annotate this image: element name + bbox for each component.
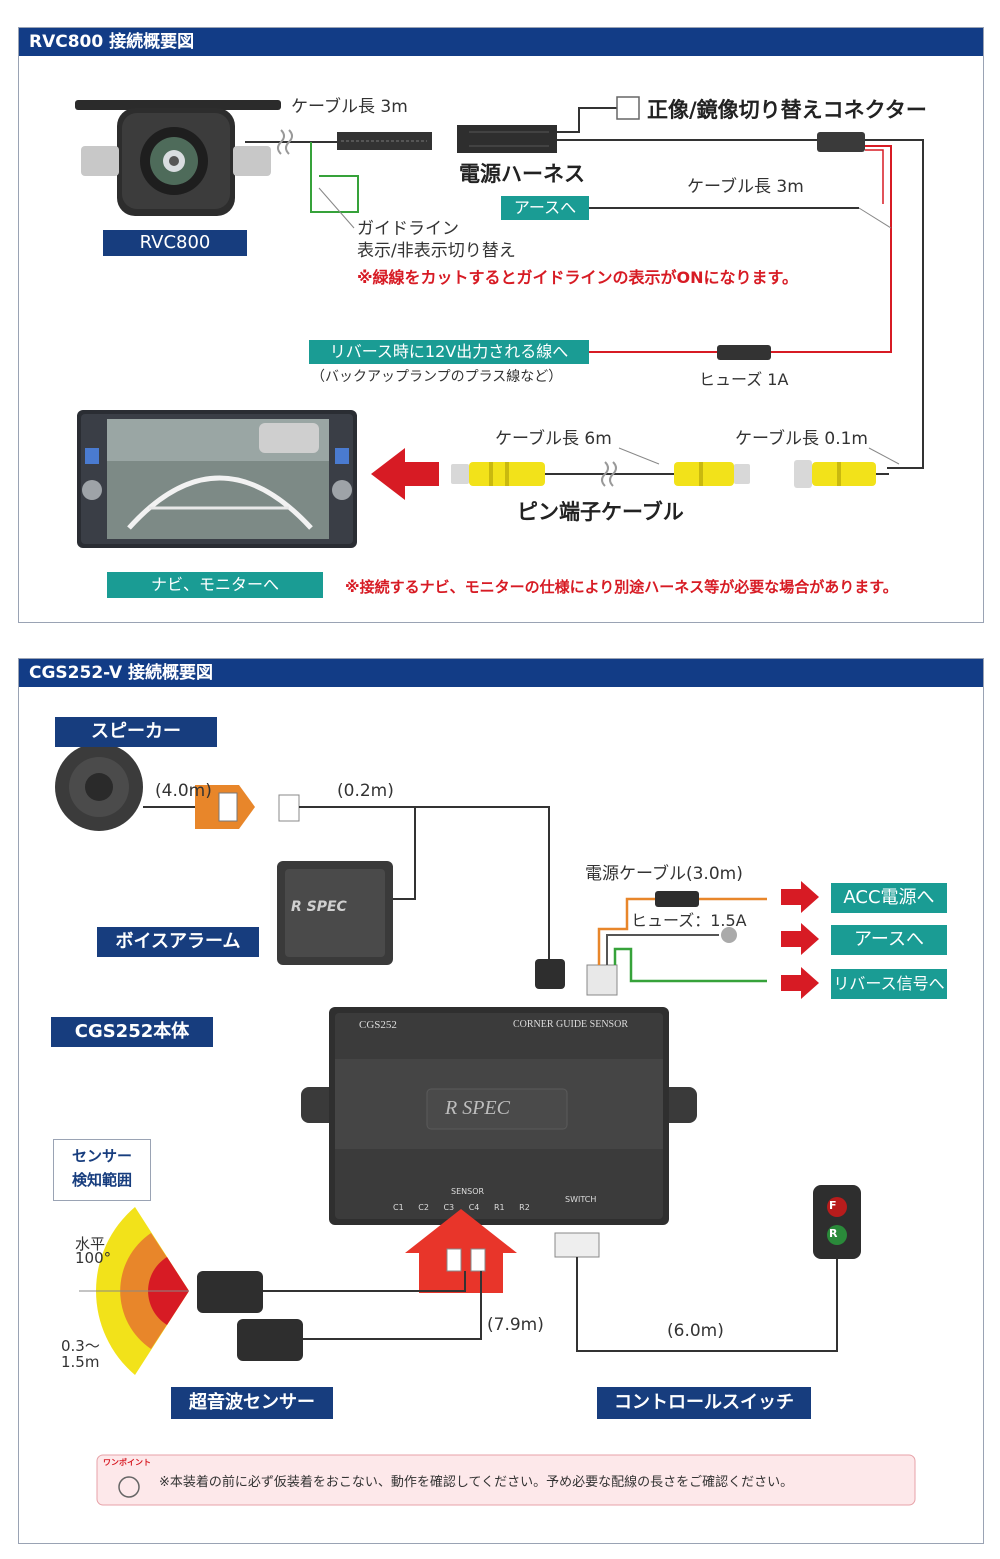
earth-tag-cgs: アースへ xyxy=(831,925,947,955)
power-harness-icon xyxy=(457,125,557,153)
connector-box-icon xyxy=(817,132,865,152)
camera-icon xyxy=(75,100,281,216)
speaker-tag: スピーカー xyxy=(55,717,217,747)
speaker-icon xyxy=(55,743,143,831)
cable-length-top: ケーブル長 3m xyxy=(291,97,408,117)
cable-length-4m: (4.0m) xyxy=(155,781,212,801)
port-r1: R1 xyxy=(493,1203,505,1212)
range-line-2: 検知範囲 xyxy=(71,1171,132,1189)
arrow-to-monitor-icon xyxy=(371,448,439,500)
fuse-icon xyxy=(717,345,771,360)
distance-label-1: 0.3～ xyxy=(61,1337,100,1355)
earth-terminal-icon xyxy=(721,927,737,943)
horizontal-angle: 100° xyxy=(75,1249,112,1267)
rvc800-header-title: RVC800 接続概要図 xyxy=(29,32,195,52)
reverse-arrow-icon xyxy=(781,967,819,999)
one-point-label: ワンポイント xyxy=(103,1458,151,1467)
cgs252-header: CGS252-V 接続概要図 xyxy=(19,659,983,687)
horizontal-label: 水平 xyxy=(75,1235,106,1253)
earth-tag: アースへ xyxy=(501,196,589,220)
port-c3: C3 xyxy=(443,1203,455,1212)
cgs252-unit-icon xyxy=(301,1007,697,1225)
navi-note: ※接続するナビ、モニターの仕様により別途ハーネス等が必要な場合があります。 xyxy=(345,578,898,596)
alarm-logo: R SPEC xyxy=(291,899,347,915)
guideline-label-2: 表示/非表示切り替え xyxy=(357,241,516,261)
acc-arrow-icon xyxy=(781,881,819,913)
control-switch-icon xyxy=(813,1185,861,1259)
port-labels: C1 C2 C3 C4 R1 R2 xyxy=(393,1203,530,1212)
detection-range-icon xyxy=(79,1207,189,1375)
port-c2: C2 xyxy=(418,1203,429,1212)
camera-label: RVC800 xyxy=(103,230,247,256)
rvc800-wiring-diagram xyxy=(75,96,924,548)
unit-logo: R SPEC xyxy=(445,1097,510,1119)
body-tag: CGS252本体 xyxy=(51,1017,213,1047)
reverse-tag: リバース信号へ xyxy=(831,969,947,999)
unit-title: CORNER GUIDE SENSOR xyxy=(513,1019,629,1030)
voice-alarm-tag: ボイスアラーム xyxy=(97,927,259,957)
note-box xyxy=(96,1454,916,1506)
cgs252-header-title: CGS252-V 接続概要図 xyxy=(29,663,214,683)
reverse-line-sub: （バックアップランプのプラス線など） xyxy=(311,369,563,385)
port-r2: R2 xyxy=(519,1203,530,1212)
lightbulb-icon xyxy=(118,1476,140,1498)
cable-length-mid: ケーブル長 3m xyxy=(687,177,804,197)
fuse-icon-cgs xyxy=(655,891,699,907)
power-cable-label: 電源ケーブル(3.0m) xyxy=(585,864,743,884)
rvc800-header: RVC800 接続概要図 xyxy=(19,28,983,56)
fuse-label: ヒューズ 1A xyxy=(699,370,789,389)
fuse-label-cgs: ヒューズ：1.5A xyxy=(631,911,747,930)
guideline-label-1: ガイドライン xyxy=(357,219,459,239)
cgs252-panel: CGS252-V 接続概要図 xyxy=(18,658,984,1544)
navi-monitor-icon xyxy=(77,410,357,548)
sensor-word: SENSOR xyxy=(451,1187,485,1196)
green-guideline-wire xyxy=(310,142,359,213)
port-c4: C4 xyxy=(468,1203,480,1212)
cable-break-icon xyxy=(277,129,285,155)
alarm-connector-icon xyxy=(278,794,300,822)
switch-connector-label: 正像/鏡像切り替えコネクター xyxy=(647,98,927,122)
video-wire xyxy=(865,139,924,469)
power-plug-icon xyxy=(586,964,618,996)
reverse-line-tag: リバース時に12V出力される線へ xyxy=(309,340,589,364)
acc-tag: ACC電源へ xyxy=(831,883,947,913)
pin-cable-label: ピン端子ケーブル xyxy=(517,500,684,524)
ultrasonic-sensor-icon xyxy=(197,1271,303,1361)
cgs252-wiring-diagram xyxy=(55,743,916,1506)
voice-alarm-icon xyxy=(277,861,393,965)
ultrasonic-tag: 超音波センサー xyxy=(171,1387,333,1419)
cable-length-79m: (7.9m) xyxy=(487,1315,544,1335)
power-harness-label: 電源ハーネス xyxy=(459,162,585,186)
range-line-1: センサー xyxy=(71,1147,132,1165)
range-box: センサー 検知範囲 xyxy=(53,1139,151,1201)
cable-length-60m: (6.0m) xyxy=(667,1321,724,1341)
switch-connector-icon xyxy=(616,96,640,120)
switch-connector-icon-cgs xyxy=(554,1232,600,1258)
distance-label-2: 1.5m xyxy=(61,1353,100,1371)
bottom-note: ※本装着の前に必ず仮装着をおこない、動作を確認してください。予め必要な配線の長さ… xyxy=(159,1475,794,1490)
red-power-wire xyxy=(771,145,892,353)
navi-tag: ナビ、モニターへ xyxy=(107,572,323,598)
rca-cable-icon xyxy=(451,460,889,488)
speaker-plug-icon xyxy=(535,959,565,989)
cable-length-6m: ケーブル長 6m xyxy=(495,429,612,449)
earth-arrow-icon xyxy=(781,923,819,955)
switch-word: SWITCH xyxy=(565,1195,597,1204)
cable-length-02m: (0.2m) xyxy=(337,781,394,801)
control-switch-tag: コントロールスイッチ xyxy=(597,1387,811,1419)
switch-r-label: R xyxy=(829,1227,838,1240)
cable-length-01m: ケーブル長 0.1m xyxy=(735,429,868,449)
switch-f-label: F xyxy=(829,1199,837,1212)
guideline-note: ※緑線をカットするとガイドラインの表示がONになります。 xyxy=(357,268,798,287)
rvc800-panel: RVC800 接続概要図 xyxy=(18,27,984,623)
camera-plug-icon xyxy=(337,132,432,150)
port-c1: C1 xyxy=(393,1203,404,1212)
unit-name: CGS252 xyxy=(359,1019,397,1031)
